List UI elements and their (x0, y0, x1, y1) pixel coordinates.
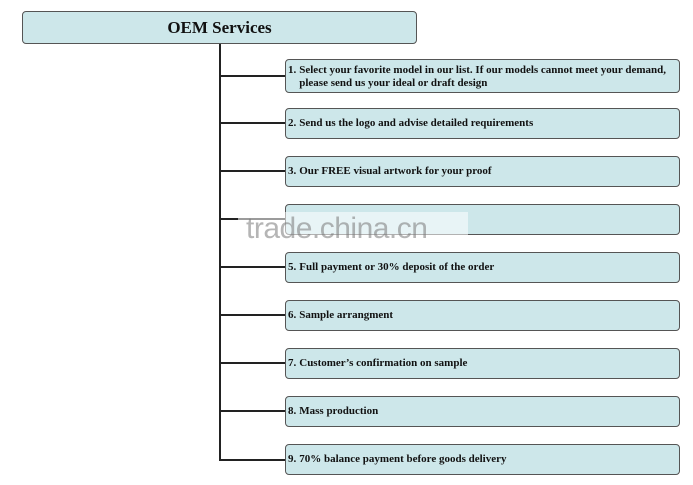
step-7-box: 7. Customer’s confirmation on sample (285, 348, 680, 379)
step-number: 2. (288, 117, 297, 129)
step-number: 7. (288, 357, 297, 369)
step-text: 70% balance payment before goods deliver… (299, 453, 507, 465)
step-number: 1. (288, 64, 297, 76)
watermark-backdrop (238, 212, 468, 252)
step-text: Mass production (299, 405, 379, 417)
step-3-box: 3. Our FREE visual artwork for your proo… (285, 156, 680, 187)
step-number: 8. (288, 405, 297, 417)
branch-line-7 (220, 362, 285, 364)
branch-line-6 (220, 314, 285, 316)
step-text: Full payment or 30% deposit of the order (299, 261, 495, 273)
step-text: Sample arrangment (299, 309, 394, 321)
watermark-text: trade.china.cn (246, 212, 428, 245)
step-9-box: 9. 70% balance payment before goods deli… (285, 444, 680, 475)
branch-line-3 (220, 170, 285, 172)
branch-line-5 (220, 266, 285, 268)
branch-line-9 (220, 459, 285, 461)
step-text: Our FREE visual artwork for your proof (299, 165, 492, 177)
step-6-box: 6. Sample arrangment (285, 300, 680, 331)
step-number: 3. (288, 165, 297, 177)
step-1-box: 1. Select your favorite model in our lis… (285, 59, 680, 93)
oem-services-title-box: OEM Services (22, 11, 417, 44)
step-text: Select your favorite model in our list. … (299, 64, 666, 89)
flow-trunk-line (219, 44, 221, 461)
branch-line-1 (220, 75, 285, 77)
step-2-box: 2. Send us the logo and advise detailed … (285, 108, 680, 139)
step-5-box: 5. Full payment or 30% deposit of the or… (285, 252, 680, 283)
branch-line-8 (220, 410, 285, 412)
step-number: 9. (288, 453, 297, 465)
step-number: 6. (288, 309, 297, 321)
step-text: Customer’s confirmation on sample (299, 357, 468, 369)
page-title: OEM Services (167, 17, 272, 37)
step-8-box: 8. Mass production (285, 396, 680, 427)
branch-line-2 (220, 122, 285, 124)
step-text: Send us the logo and advise detailed req… (299, 117, 534, 129)
step-number: 5. (288, 261, 297, 273)
